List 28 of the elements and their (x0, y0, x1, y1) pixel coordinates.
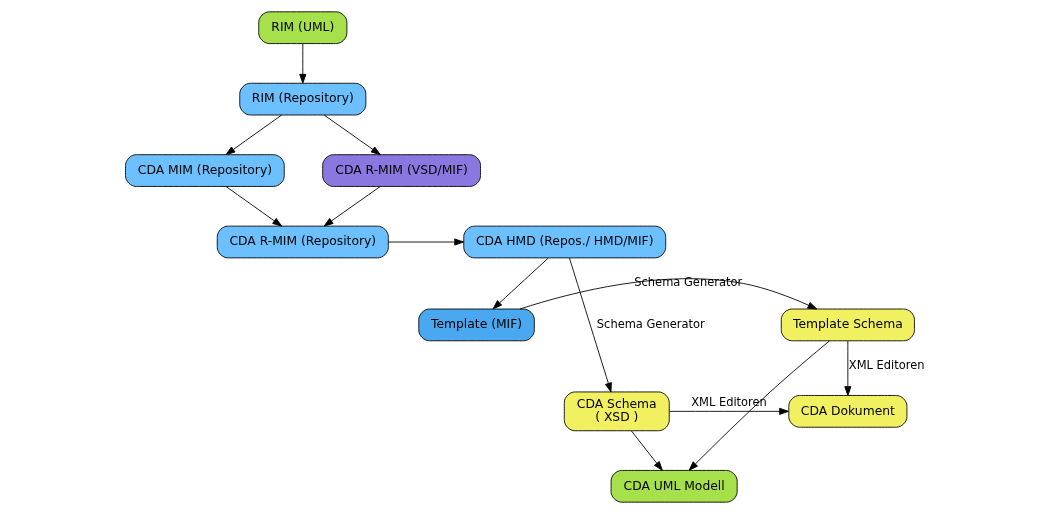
arrow (387, 238, 464, 246)
arrow (518, 278, 817, 310)
arrow (323, 186, 381, 227)
node-box: CDA R-MIM (Repository) (216, 225, 389, 259)
edge-label: Schema Generator (596, 316, 705, 331)
arrow (843, 340, 851, 396)
node-box: CDA MIM (Repository) (124, 154, 285, 187)
node-box: RIM (Repository) (238, 82, 366, 116)
arrow (492, 257, 549, 310)
arrow (668, 407, 789, 415)
node-box: CDA Schema ( XSD ) (563, 391, 670, 432)
node-box: CDA HMD (Repos./ HMD/MIF) (462, 225, 666, 259)
arrow (568, 257, 612, 393)
edge-label: XML Editoren (690, 394, 767, 409)
node-box: CDA Dokument (787, 395, 907, 428)
node-box: CDA R-MIM (VSD/MIF) (321, 154, 481, 187)
node-box: CDA UML Modell (610, 470, 738, 503)
arrow (323, 114, 381, 156)
arrow (225, 186, 282, 227)
arrow (225, 114, 282, 156)
arrow (688, 340, 830, 471)
edge-label: XML Editoren (848, 358, 925, 373)
node-box: Template (MIF) (417, 308, 535, 342)
arrow (298, 43, 306, 84)
node-box: Template Schema (780, 308, 915, 342)
edge-label: Schema Generator (633, 275, 742, 290)
arrow (630, 430, 663, 471)
node-box: RIM (UML) (257, 11, 347, 44)
